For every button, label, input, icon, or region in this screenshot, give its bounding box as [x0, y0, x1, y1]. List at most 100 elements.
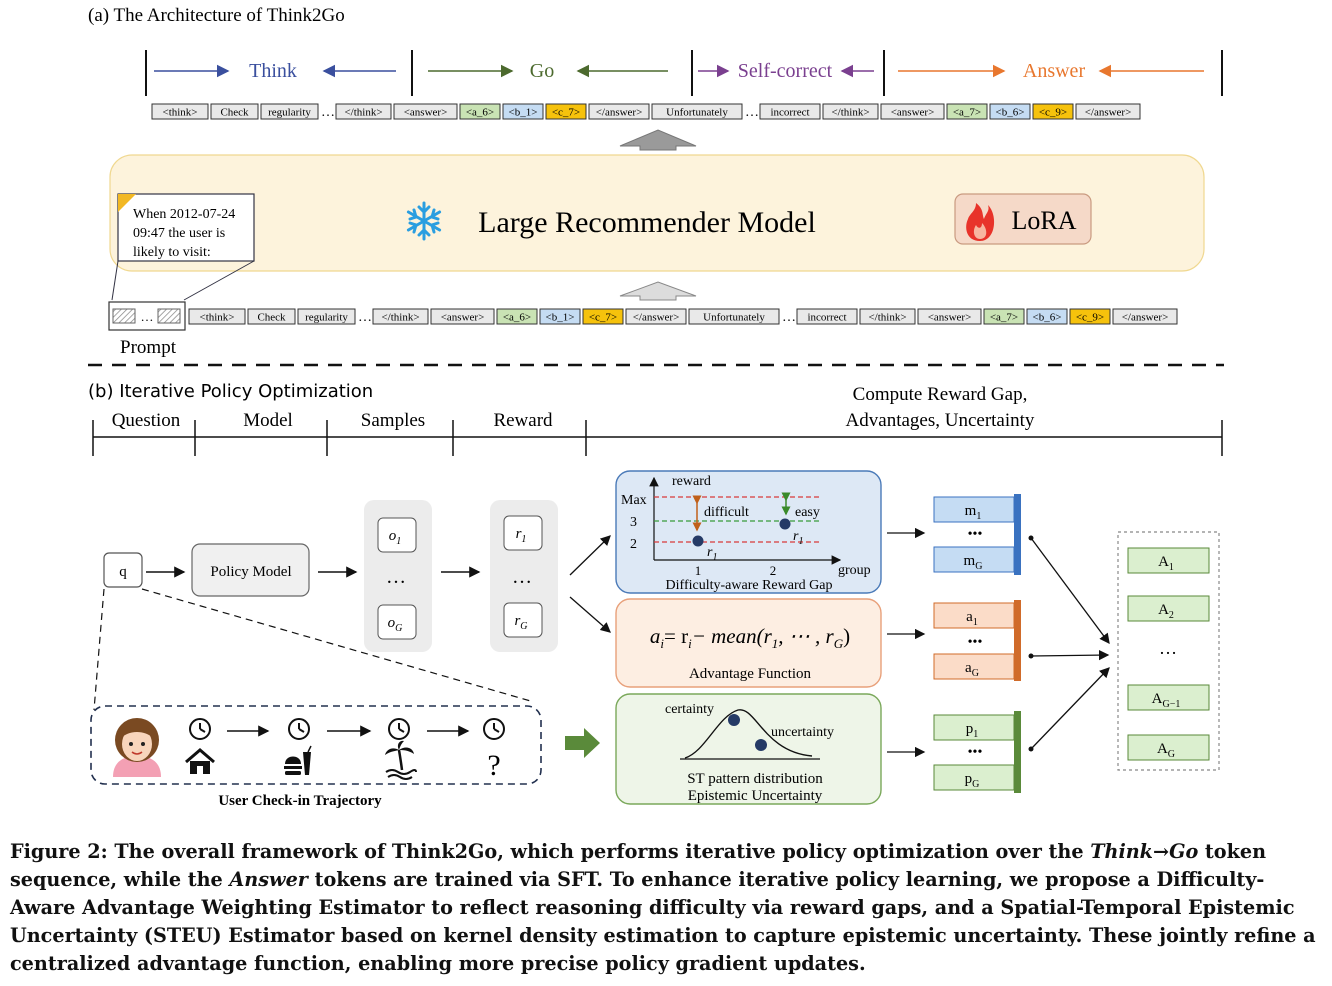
- token-box: [539, 308, 581, 325]
- token-label: </think>: [344, 107, 382, 119]
- prompt-note-line-2: 09:47 the user is: [133, 226, 225, 241]
- token-box: [260, 103, 319, 120]
- m-last-box: [933, 546, 1015, 573]
- uncertainty-label: uncertainty: [771, 725, 834, 740]
- sample-last-box: [377, 604, 417, 640]
- token-label: </answer>: [633, 312, 680, 324]
- token-box: [582, 308, 624, 325]
- token-box: [151, 103, 209, 120]
- clock-icon: [388, 718, 410, 740]
- point-1-label: r1: [707, 545, 717, 563]
- token-label: regularity: [305, 312, 348, 324]
- header-compute-line-1: Compute Reward Gap,: [853, 384, 1028, 405]
- final-advantage-panel: [1117, 531, 1220, 771]
- gap-y-tick-3: 3: [630, 515, 637, 530]
- token-box: [502, 103, 544, 120]
- token-box: [1026, 308, 1068, 325]
- clock-icon: [288, 718, 310, 740]
- token-label: </think>: [868, 312, 906, 324]
- reward-last-label: rG: [514, 613, 527, 632]
- token-label: regularity: [268, 107, 311, 119]
- token-box: [859, 308, 916, 325]
- prompt-token-2: [157, 308, 181, 324]
- final-advantage-box: [1127, 684, 1210, 711]
- token-box: [188, 308, 246, 325]
- arrow-reward-to-gap: [569, 535, 611, 576]
- samples-ellipsis: …: [386, 566, 406, 588]
- prompt-token-1: [112, 308, 136, 324]
- snowflake-icon: [406, 201, 442, 241]
- token-label: </answer>: [1085, 107, 1132, 119]
- gap-x-tick-1: 1: [695, 563, 702, 578]
- sample-first-label: o1: [389, 528, 402, 547]
- token-label: <c_7>: [552, 107, 580, 119]
- token-box: [759, 103, 821, 120]
- reward-gap-caption: Difficulty-aware Reward Gap: [666, 578, 833, 593]
- token-box: [989, 103, 1031, 120]
- token-label: </think>: [831, 107, 869, 119]
- gap-x-tick-2: 2: [770, 563, 777, 578]
- prompt-note-line-3: likely to visit:: [133, 245, 211, 260]
- point-2-label: r1: [793, 529, 803, 547]
- token-label: <answer>: [404, 107, 448, 119]
- token-box: [335, 103, 392, 120]
- token-box: [946, 103, 988, 120]
- a-first-label: a1: [966, 609, 978, 628]
- token-label: <b_1>: [546, 312, 575, 324]
- trajectory-clocks: [189, 718, 505, 740]
- final-advantage-label: AG: [1157, 741, 1175, 760]
- uncertainty-panel: [615, 693, 882, 805]
- token-box: [372, 308, 429, 325]
- token-label: Unfortunately: [666, 107, 728, 119]
- part-a-title: (a) The Architecture of Think2Go: [88, 5, 345, 26]
- p-first-box: [933, 714, 1015, 741]
- policy-model-box: [191, 543, 310, 597]
- sample-first-box: [377, 517, 417, 553]
- token-box: [430, 308, 495, 325]
- header-model: Model: [243, 410, 293, 431]
- token-ellipsis: …: [782, 310, 796, 325]
- a-dots: •••: [968, 635, 983, 650]
- trajectory-to-uncertainty-arrow: [565, 728, 600, 758]
- question-label: q: [119, 564, 127, 580]
- point-group-1: [692, 535, 704, 547]
- prompt-ellipsis: …: [141, 309, 154, 324]
- uncertainty-caption-2: Epistemic Uncertainty: [688, 788, 823, 804]
- header-reward: Reward: [493, 410, 553, 431]
- advantage-caption: Advantage Function: [689, 666, 812, 682]
- token-label: <think>: [199, 312, 234, 324]
- arrow-p-to-final: [1030, 667, 1110, 750]
- token-box: [983, 308, 1025, 325]
- m-first-box: [933, 496, 1015, 523]
- header-samples: Samples: [361, 410, 425, 431]
- token-label: <a_7>: [953, 107, 981, 119]
- trajectory-box: [90, 705, 542, 785]
- token-label: Check: [220, 107, 249, 119]
- clock-icon: [483, 718, 505, 740]
- header-compute-line-2: Advantages, Uncertainty: [846, 410, 1035, 431]
- token-label: <b_1>: [509, 107, 538, 119]
- final-advantage-label: A1: [1158, 554, 1174, 573]
- token-box: [545, 103, 587, 120]
- header-question: Question: [112, 410, 181, 431]
- token-label: <a_7>: [990, 312, 1018, 324]
- advantage-panel: [615, 598, 882, 688]
- token-label: <answer>: [928, 312, 972, 324]
- trajectory-label: User Check-in Trajectory: [218, 793, 382, 809]
- phase-think-label: Think: [249, 60, 297, 82]
- rewards-ellipsis: …: [512, 566, 532, 588]
- header-rule: [92, 420, 1223, 456]
- token-label: <a_6>: [466, 107, 494, 119]
- m-dots: •••: [968, 527, 983, 542]
- reward-first-box: [503, 515, 543, 551]
- a-last-label: aG: [965, 660, 979, 679]
- difficult-label: difficult: [704, 505, 749, 520]
- final-advantage-box: [1127, 734, 1210, 761]
- token-box: [210, 103, 259, 120]
- p-first-label: p1: [966, 721, 979, 740]
- gap-y-tick-max: Max: [621, 493, 647, 508]
- home-icon: [185, 748, 215, 774]
- sample-last-label: oG: [388, 615, 403, 634]
